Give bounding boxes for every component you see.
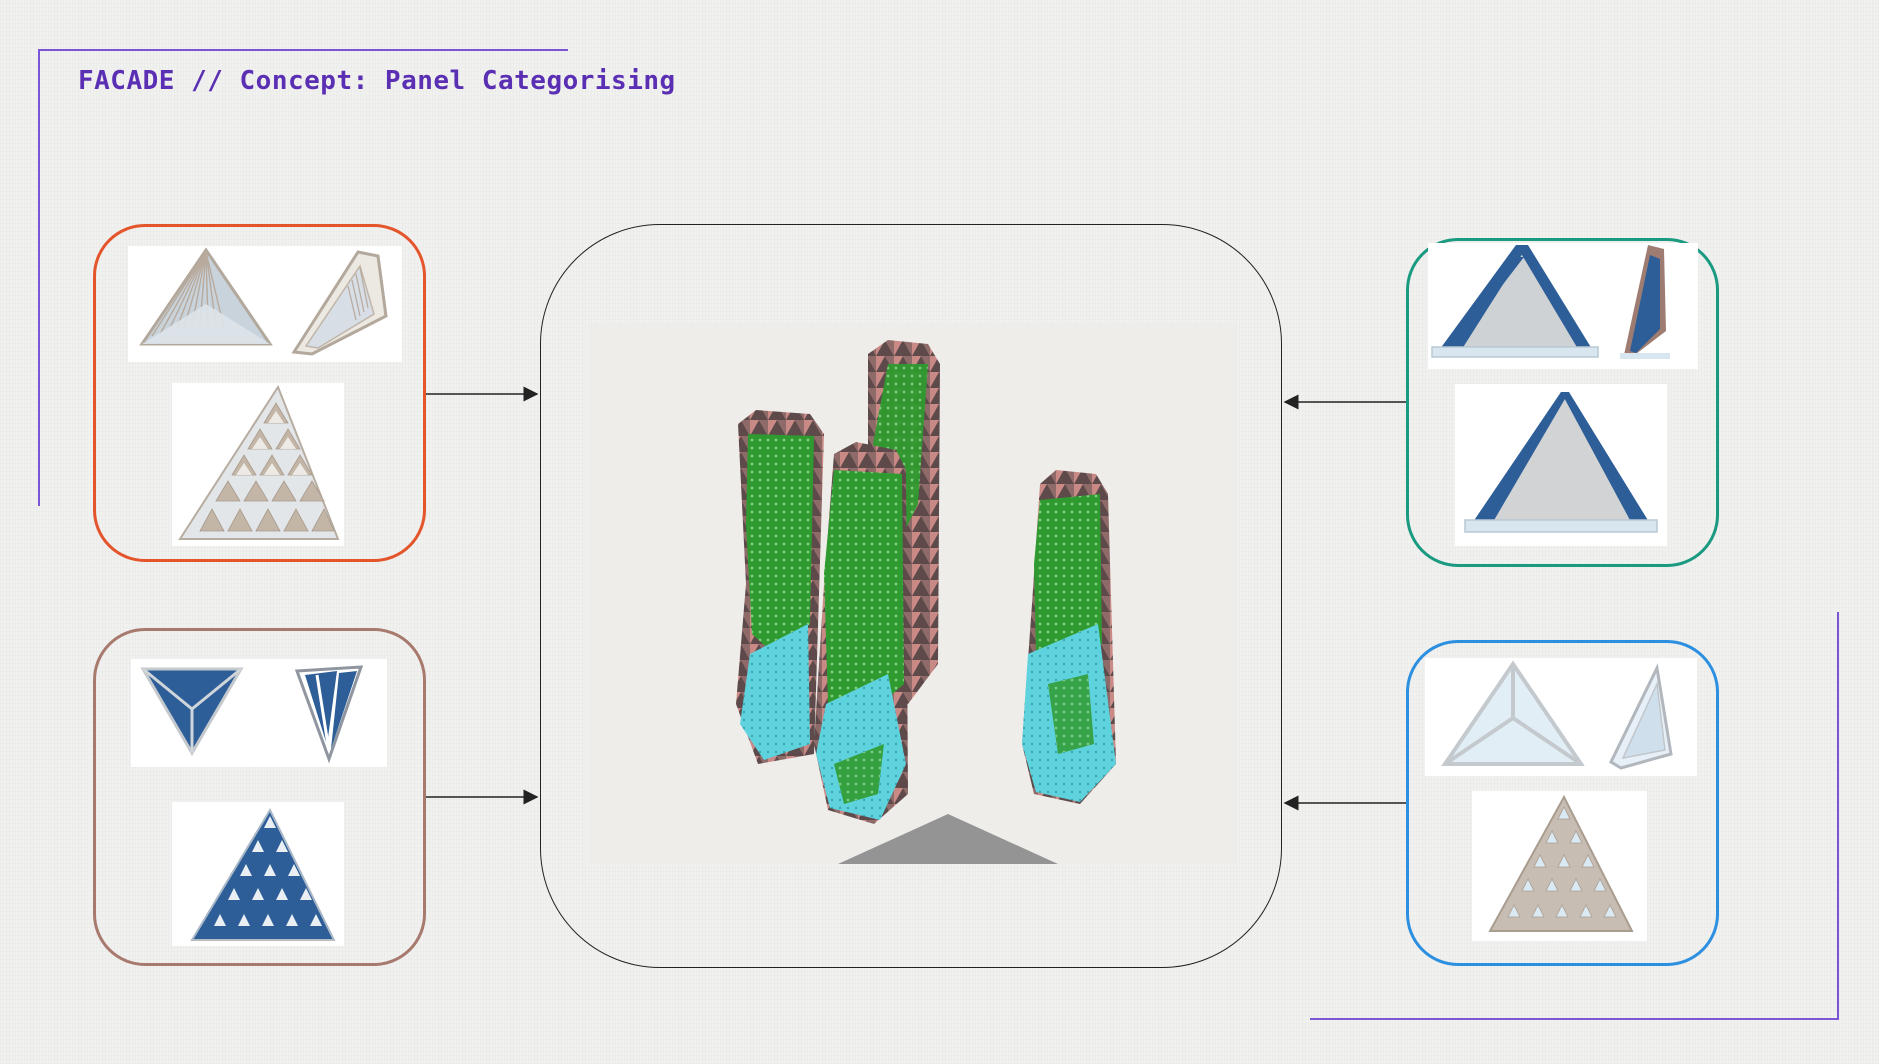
blue-tent-elevation-icon [1455, 384, 1667, 546]
blue-pyramid-grid-icon [172, 802, 344, 946]
blue-pyramid-panel-icon [131, 659, 387, 767]
tower-facade-render-icon [588, 324, 1236, 864]
page-title: FACADE // Concept: Panel Categorising [78, 66, 676, 96]
frame-line-top-left-h [38, 49, 568, 51]
louvered-triangle-grid-icon [172, 383, 344, 546]
panel-group-orange [93, 224, 426, 562]
panel-group-teal [1406, 238, 1719, 567]
panel-group-brown [93, 628, 426, 966]
louvered-triangle-panel-icon [128, 246, 402, 362]
glass-pyramid-grid-icon [1472, 791, 1647, 941]
frame-line-bottom-right-h [1310, 1018, 1839, 1020]
blue-tent-panel-icon [1428, 243, 1698, 369]
frame-line-top-left-v [38, 49, 40, 506]
glass-pyramid-panel-icon [1425, 658, 1697, 776]
facade-render-frame [540, 224, 1282, 968]
panel-group-blue [1406, 640, 1719, 966]
frame-line-bottom-right-v [1837, 612, 1839, 1020]
